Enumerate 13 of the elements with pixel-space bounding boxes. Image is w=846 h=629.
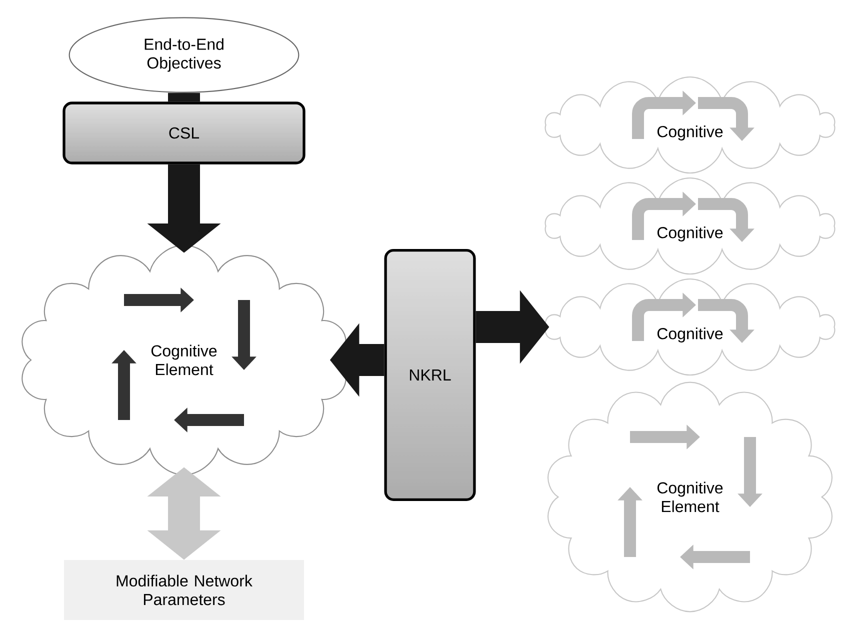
cloud-shape bbox=[22, 244, 346, 476]
process-box: CSL bbox=[62, 102, 306, 164]
cloud-shape bbox=[544, 278, 836, 376]
cloud-shape bbox=[544, 76, 836, 174]
node-label: Cognitive Element bbox=[657, 482, 723, 512]
parameter-box: Modifiable Network Parameters bbox=[64, 560, 304, 620]
cloud-shape bbox=[548, 382, 832, 612]
cloud-shape bbox=[544, 177, 836, 275]
node-label: Cognitive bbox=[657, 328, 723, 342]
node-label: Cognitive bbox=[657, 226, 723, 242]
node-label: Cognitive Element bbox=[151, 344, 217, 376]
process-box: NKRL bbox=[384, 249, 476, 501]
node-label: Cognitive bbox=[657, 126, 723, 140]
